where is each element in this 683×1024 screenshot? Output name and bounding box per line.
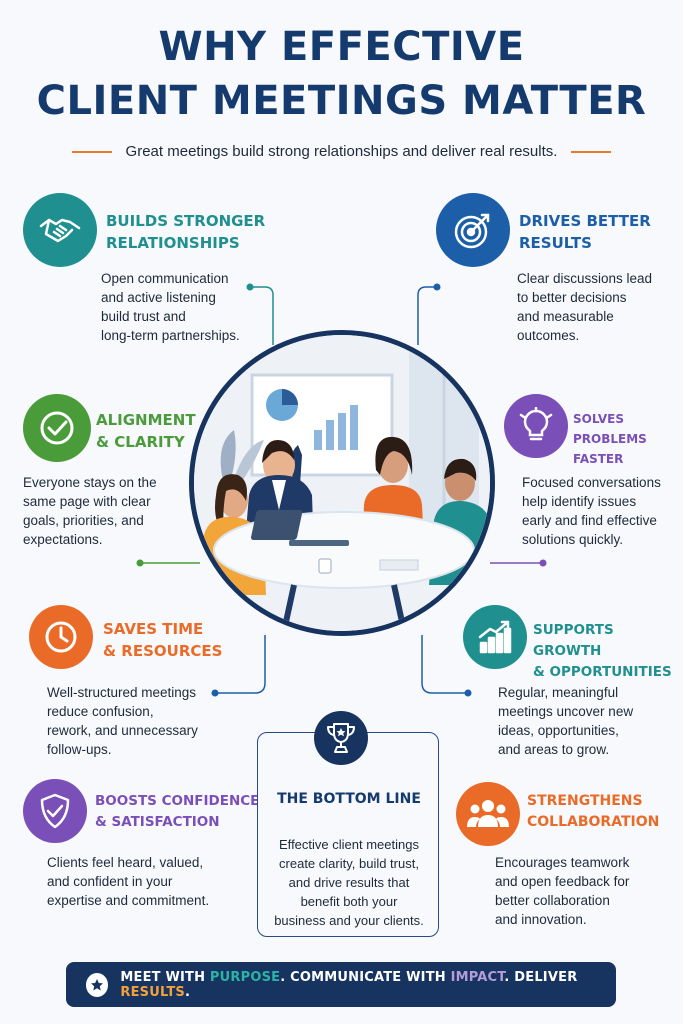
relationships-body-line: long-term partnerships. bbox=[101, 328, 240, 343]
time-body-line: rework, and unnecessary bbox=[47, 723, 198, 738]
results-body-line: and measurable bbox=[517, 309, 614, 324]
alignment-body-line: expectations. bbox=[23, 532, 103, 547]
growth-body-line: and areas to grow. bbox=[498, 742, 610, 757]
footer-slogan: MEET WITH PURPOSE. COMMUNICATE WITH IMPA… bbox=[120, 970, 616, 1000]
alignment-body-line: Everyone stays on the bbox=[23, 475, 157, 490]
confidence-body-line: Clients feel heard, valued, bbox=[47, 855, 204, 870]
alignment-body-line: goals, priorities, and bbox=[23, 513, 144, 528]
footer-banner: MEET WITH PURPOSE. COMMUNICATE WITH IMPA… bbox=[66, 962, 616, 1007]
slogan-accent-results: RESULTS bbox=[120, 984, 185, 1000]
bottom-line-text: create clarity, build trust, bbox=[279, 856, 419, 871]
bottom-line-body: Effective client meetings create clarity… bbox=[268, 835, 430, 930]
time-body: Well-structured meetings reduce confusio… bbox=[47, 683, 217, 759]
confidence-body-line: and confident in your bbox=[47, 874, 173, 889]
page-title-line1: WHY EFFECTIVE bbox=[158, 24, 525, 70]
collaboration-body-line: and innovation. bbox=[495, 912, 587, 927]
problems-heading-line1: SOLVES PROBLEMS bbox=[573, 412, 647, 446]
growth-heading: SUPPORTS GROWTH & OPPORTUNITIES bbox=[533, 620, 683, 683]
bottom-line-text: Effective client meetings bbox=[279, 837, 419, 852]
target-icon bbox=[436, 193, 510, 267]
bottom-line-text: and drive results that bbox=[288, 875, 410, 890]
alignment-body-line: same page with clear bbox=[23, 494, 151, 509]
growth-body-line: ideas, opportunities, bbox=[498, 723, 619, 738]
bottom-line-text: business and your clients. bbox=[274, 913, 424, 928]
growth-heading-line1: SUPPORTS GROWTH bbox=[533, 622, 614, 659]
results-heading: DRIVES BETTER RESULTS bbox=[519, 210, 651, 254]
relationships-body-line: build trust and bbox=[101, 309, 186, 324]
relationships-body: Open communication and active listening … bbox=[101, 269, 271, 345]
growth-heading-line2: & OPPORTUNITIES bbox=[533, 664, 672, 680]
growth-body: Regular, meaningful meetings uncover new… bbox=[498, 683, 668, 759]
results-heading-line2: RESULTS bbox=[519, 234, 592, 252]
relationships-heading-line2: RELATIONSHIPS bbox=[106, 234, 240, 252]
trophy-icon bbox=[314, 711, 368, 765]
clock-icon bbox=[29, 605, 93, 669]
collaboration-body-line: better collaboration bbox=[495, 893, 610, 908]
subtitle-rule-right bbox=[571, 150, 612, 153]
relationships-heading: BUILDS STRONGER RELATIONSHIPS bbox=[106, 210, 265, 254]
time-heading-line2: & RESOURCES bbox=[103, 642, 223, 660]
collaboration-heading-line1: STRENGTHENS bbox=[527, 793, 643, 809]
problems-heading-line2: FASTER bbox=[573, 452, 624, 466]
slogan-part: . DELIVER bbox=[504, 969, 578, 985]
collaboration-heading: STRENGTHENS COLLABORATION bbox=[527, 791, 659, 833]
collaboration-body-line: Encourages teamwork bbox=[495, 855, 630, 870]
meeting-illustration bbox=[189, 330, 495, 636]
subtitle-row: Great meetings build strong relationship… bbox=[0, 143, 683, 160]
shield-check-icon bbox=[23, 779, 87, 843]
problems-body-line: solutions quickly. bbox=[522, 532, 624, 547]
alignment-heading-line2: & CLARITY bbox=[96, 433, 185, 451]
results-body: Clear discussions lead to better decisio… bbox=[517, 269, 677, 345]
problems-heading: SOLVES PROBLEMS FASTER bbox=[573, 409, 683, 469]
slogan-part: . bbox=[184, 984, 191, 1000]
subtitle: Great meetings build strong relationship… bbox=[125, 143, 558, 160]
time-heading-line1: SAVES TIME bbox=[103, 620, 204, 638]
handshake-icon bbox=[23, 193, 97, 267]
confidence-body: Clients feel heard, valued, and confiden… bbox=[47, 853, 242, 910]
bottom-line-text: benefit both your bbox=[300, 894, 398, 909]
results-heading-line1: DRIVES BETTER bbox=[519, 212, 651, 230]
slogan-part: MEET WITH bbox=[120, 969, 210, 985]
subtitle-rule-left bbox=[71, 150, 112, 153]
star-icon bbox=[86, 972, 109, 997]
team-icon bbox=[456, 782, 520, 846]
problems-body-line: Focused conversations bbox=[522, 475, 661, 490]
lightbulb-icon bbox=[504, 394, 568, 458]
slogan-accent-impact: IMPACT bbox=[450, 969, 505, 985]
time-body-line: Well-structured meetings bbox=[47, 685, 197, 700]
relationships-body-line: and active listening bbox=[101, 290, 216, 305]
results-body-line: outcomes. bbox=[517, 328, 580, 343]
confidence-body-line: expertise and commitment. bbox=[47, 893, 210, 908]
growth-body-line: Regular, meaningful bbox=[498, 685, 619, 700]
confidence-heading-line2: & SATISFACTION bbox=[95, 814, 220, 830]
problems-body-line: early and find effective bbox=[522, 513, 657, 528]
growth-body-line: meetings uncover new bbox=[498, 704, 634, 719]
slogan-accent-purpose: PURPOSE bbox=[209, 969, 281, 985]
problems-body: Focused conversations help identify issu… bbox=[522, 473, 682, 549]
confidence-heading: BOOSTS CONFIDENCE & SATISFACTION bbox=[95, 791, 259, 833]
relationships-heading-line1: BUILDS STRONGER bbox=[106, 212, 266, 230]
growth-chart-icon bbox=[463, 605, 527, 669]
checkmark-icon bbox=[23, 394, 91, 462]
results-body-line: to better decisions bbox=[517, 290, 627, 305]
alignment-body: Everyone stays on the same page with cle… bbox=[23, 473, 188, 549]
alignment-heading-line1: ALIGNMENT bbox=[96, 411, 196, 429]
alignment-heading: ALIGNMENT & CLARITY bbox=[96, 409, 196, 453]
page-title-line2: CLIENT MEETINGS MATTER bbox=[36, 78, 647, 124]
confidence-heading-line1: BOOSTS CONFIDENCE bbox=[95, 793, 260, 809]
bottom-line-box: THE BOTTOM LINE Effective client meeting… bbox=[257, 732, 439, 937]
collaboration-body-line: and open feedback for bbox=[495, 874, 630, 889]
time-body-line: follow-ups. bbox=[47, 742, 112, 757]
collaboration-heading-line2: COLLABORATION bbox=[527, 814, 660, 830]
time-heading: SAVES TIME & RESOURCES bbox=[103, 618, 222, 662]
time-body-line: reduce confusion, bbox=[47, 704, 154, 719]
meeting-scene-image bbox=[194, 335, 490, 631]
results-body-line: Clear discussions lead bbox=[517, 271, 653, 286]
collaboration-body: Encourages teamwork and open feedback fo… bbox=[495, 853, 675, 929]
bottom-line-title: THE BOTTOM LINE bbox=[277, 791, 421, 807]
problems-body-line: help identify issues bbox=[522, 494, 637, 509]
slogan-part: . COMMUNICATE WITH bbox=[280, 969, 451, 985]
relationships-body-line: Open communication bbox=[101, 271, 229, 286]
